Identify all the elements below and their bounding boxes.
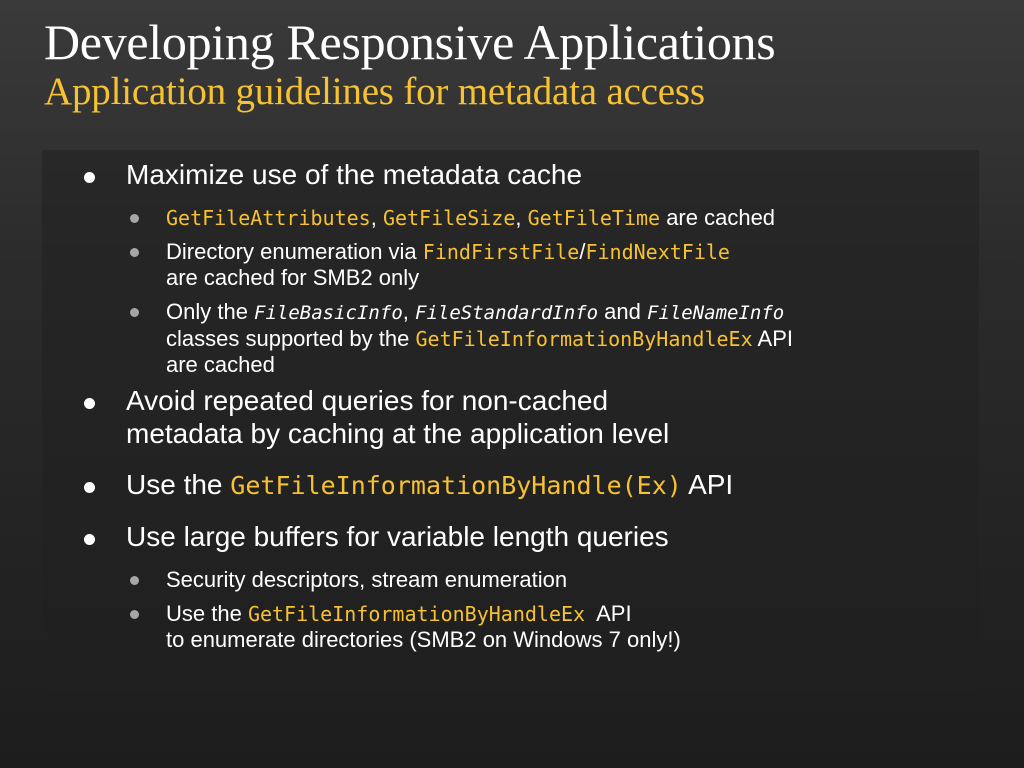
sub-bullet-text: classes supported by the xyxy=(166,326,416,351)
bullet-item-avoid-repeated: Avoid repeated queries for non-cached me… xyxy=(42,384,979,450)
sub-bullet-text: are cached xyxy=(166,352,275,377)
bullet-item-use-api: Use the GetFileInformationByHandle(Ex) A… xyxy=(42,468,979,502)
bullet-text: API xyxy=(681,469,734,500)
separator: / xyxy=(579,239,586,264)
sub-bullet-item-info-classes: Only the FileBasicInfo, FileStandardInfo… xyxy=(42,299,979,378)
bullet-dot-icon xyxy=(84,398,95,409)
bullet-item-large-buffers: Use large buffers for variable length qu… xyxy=(42,520,979,553)
sub-bullet-text: API xyxy=(585,601,632,626)
bullet-text: Use the xyxy=(126,469,231,500)
sub-bullet-text: to enumerate directories (SMB2 on Window… xyxy=(166,627,681,652)
bullet-text: metadata by caching at the application l… xyxy=(126,418,670,449)
bullet-text: Maximize use of the metadata cache xyxy=(126,159,583,190)
api-name: GetFileInformationByHandleEx xyxy=(415,327,753,351)
api-name: FindFirstFile xyxy=(422,240,580,264)
sub-bullet-dot-icon xyxy=(130,248,139,257)
sub-bullet-text: Security descriptors, stream enumeration xyxy=(166,567,568,592)
sub-bullet-item-directory-enum: Directory enumeration via FindFirstFile/… xyxy=(42,239,979,291)
class-name: FileStandardInfo xyxy=(415,302,599,324)
sub-bullet-text: are cached for SMB2 only xyxy=(166,265,420,290)
sub-bullet-dot-icon xyxy=(130,214,139,223)
content-panel: Maximize use of the metadata cache GetFi… xyxy=(42,150,979,690)
sub-bullet-text: Use the xyxy=(166,601,248,626)
sub-bullet-dot-icon xyxy=(130,576,139,585)
bullet-list: Maximize use of the metadata cache GetFi… xyxy=(42,150,979,652)
bullet-text: Use large buffers for variable length qu… xyxy=(126,521,669,552)
bullet-item-cache: Maximize use of the metadata cache xyxy=(42,158,979,191)
api-name: GetFileInformationByHandle(Ex) xyxy=(230,471,682,500)
sub-bullet-text: Only the xyxy=(166,299,255,324)
separator: , xyxy=(370,205,383,230)
title-block: Developing Responsive Applications Appli… xyxy=(44,14,1004,114)
separator: , xyxy=(402,299,415,324)
separator: , xyxy=(515,205,528,230)
sub-bullet-dot-icon xyxy=(130,610,139,619)
sub-bullet-item-enumerate-dirs: Use the GetFileInformationByHandleEx API… xyxy=(42,601,979,653)
bullet-dot-icon xyxy=(84,534,95,545)
bullet-text: Avoid repeated queries for non-cached xyxy=(126,385,609,416)
bullet-dot-icon xyxy=(84,172,95,183)
bullet-dot-icon xyxy=(84,482,95,493)
sub-bullet-text: are cached xyxy=(660,205,776,230)
api-name: GetFileAttributes xyxy=(166,206,371,230)
sub-bullet-text: API xyxy=(752,326,793,351)
class-name: FileBasicInfo xyxy=(254,302,403,324)
slide-title: Developing Responsive Applications xyxy=(44,14,776,70)
sub-bullet-text: and xyxy=(598,299,647,324)
api-name: FindNextFile xyxy=(585,240,730,264)
class-name: FileNameInfo xyxy=(646,302,785,324)
api-name: GetFileInformationByHandleEx xyxy=(247,602,586,626)
api-name: GetFileSize xyxy=(382,206,516,230)
sub-bullet-item-security-descriptors: Security descriptors, stream enumeration xyxy=(42,567,979,593)
sub-bullet-dot-icon xyxy=(130,308,139,317)
slide-subtitle: Application guidelines for metadata acce… xyxy=(44,70,705,113)
sub-bullet-text: Directory enumeration via xyxy=(166,239,423,264)
api-name: GetFileTime xyxy=(527,206,661,230)
sub-bullet-item-cached-apis: GetFileAttributes, GetFileSize, GetFileT… xyxy=(42,205,979,231)
